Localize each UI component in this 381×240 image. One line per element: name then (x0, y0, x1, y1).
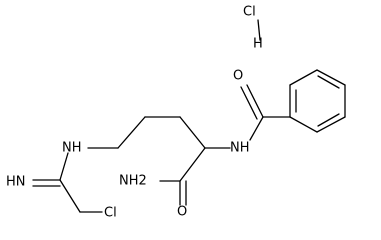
ring-double-bond (317, 113, 340, 127)
atom-label-primary-amide-o: O (177, 205, 187, 220)
ring-bond (289, 116, 318, 133)
chloroacetamidine-group (32, 152, 103, 213)
backbone-chain (87, 116, 231, 182)
bond-alpha-c3 (179, 116, 206, 149)
hydrochloride (257, 19, 261, 41)
bond-carbonyl-o (246, 84, 264, 118)
atom-label-chloro-cl: Cl (104, 206, 117, 221)
ring-double-bond (317, 75, 340, 89)
atom-label-amide-nh: NH (230, 141, 250, 156)
atom-label-amide-o: O (233, 69, 243, 84)
bond-carbonyl-nh (249, 116, 264, 141)
ring-bond (289, 69, 318, 86)
chemical-structure: Cl H O NH NH2 O NH HN Cl (6, 5, 346, 221)
bond-c4-c5 (117, 116, 146, 149)
bond-amidine-c-ch2 (59, 179, 81, 213)
ring-bond (316, 69, 346, 86)
ring-bond (316, 116, 346, 133)
atom-label-hcl-cl: Cl (243, 5, 256, 20)
benzene-ring (289, 69, 346, 133)
primary-amide-group (159, 180, 187, 206)
bond-h-cl (257, 19, 261, 41)
benzamide-group (240, 84, 291, 141)
atom-label-hcl-h: H (253, 37, 263, 52)
atom-label-imine-hn: HN (6, 175, 26, 190)
bond-carbonyl-o-double (240, 86, 258, 120)
bond-alpha-amide-c (179, 147, 206, 182)
bond-nh-amidine-c (59, 152, 69, 181)
atom-label-primary-amide-nh2: NH2 (119, 174, 147, 189)
atom-label-chain-nh: NH (62, 141, 82, 156)
